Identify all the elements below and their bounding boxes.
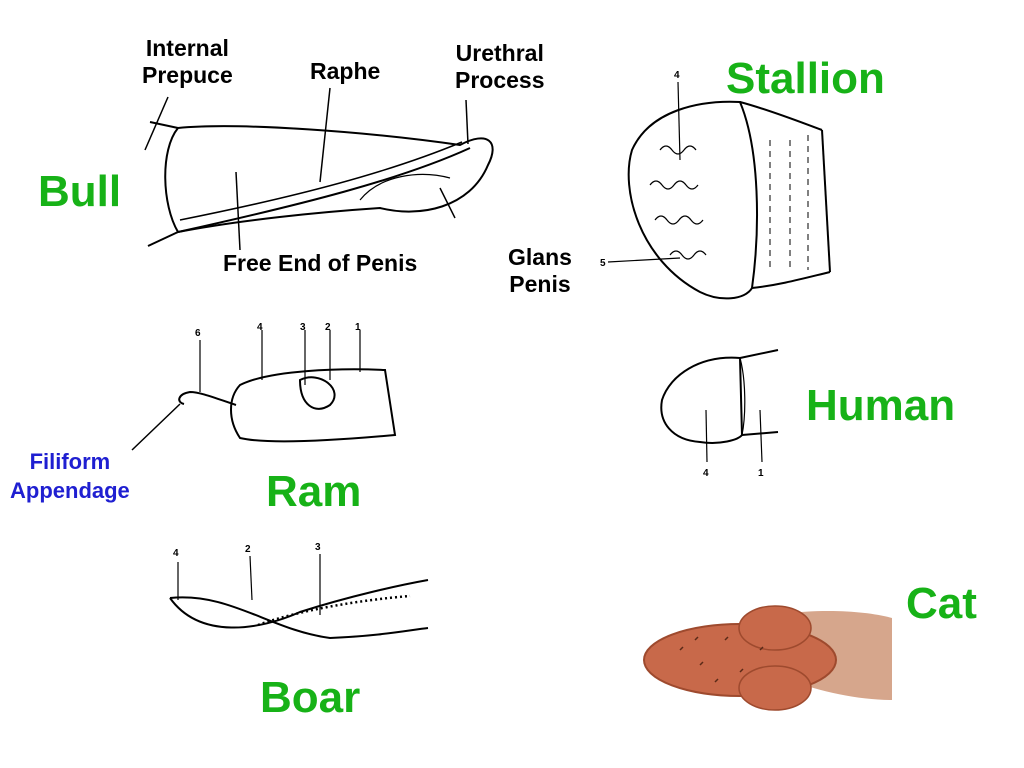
species-stallion: Stallion [726, 57, 885, 101]
stallion-num-5: 5 [600, 258, 606, 269]
species-boar: Boar [260, 676, 360, 720]
ram-drawing [132, 330, 395, 450]
species-cat: Cat [906, 582, 977, 626]
cat-drawing [644, 606, 892, 710]
ram-num-1: 1 [355, 322, 361, 333]
stallion-drawing [608, 82, 830, 298]
label-urethral-process: Urethral Process [455, 40, 545, 94]
label-glans-penis-line1: Glans [508, 244, 572, 271]
species-human: Human [806, 384, 955, 428]
label-internal-prepuce-line1: Internal [142, 35, 233, 62]
label-free-end: Free End of Penis [223, 250, 417, 277]
label-glans-penis-line2: Penis [508, 271, 572, 298]
label-urethral-process-line2: Process [455, 67, 545, 94]
label-raphe: Raphe [310, 58, 380, 85]
boar-num-2: 2 [245, 544, 251, 555]
boar-num-3: 3 [315, 542, 321, 553]
label-glans-penis: Glans Penis [508, 244, 572, 298]
ram-num-2: 2 [325, 322, 331, 333]
boar-drawing [170, 554, 428, 638]
stallion-num-4: 4 [674, 70, 680, 81]
bull-drawing [148, 122, 493, 246]
label-urethral-process-line1: Urethral [455, 40, 545, 67]
label-filiform-line2: Appendage [10, 477, 130, 506]
ram-num-6: 6 [195, 328, 201, 339]
human-drawing [661, 350, 778, 462]
label-internal-prepuce: Internal Prepuce [142, 35, 233, 89]
human-num-4: 4 [703, 468, 709, 479]
label-filiform-appendage: Filiform Appendage [10, 448, 130, 505]
label-internal-prepuce-line2: Prepuce [142, 62, 233, 89]
ram-num-3: 3 [300, 322, 306, 333]
boar-num-4: 4 [173, 548, 179, 559]
species-bull: Bull [38, 170, 121, 214]
label-filiform-line1: Filiform [10, 448, 130, 477]
ram-num-4: 4 [257, 322, 263, 333]
human-num-1: 1 [758, 468, 764, 479]
species-ram: Ram [266, 470, 361, 514]
